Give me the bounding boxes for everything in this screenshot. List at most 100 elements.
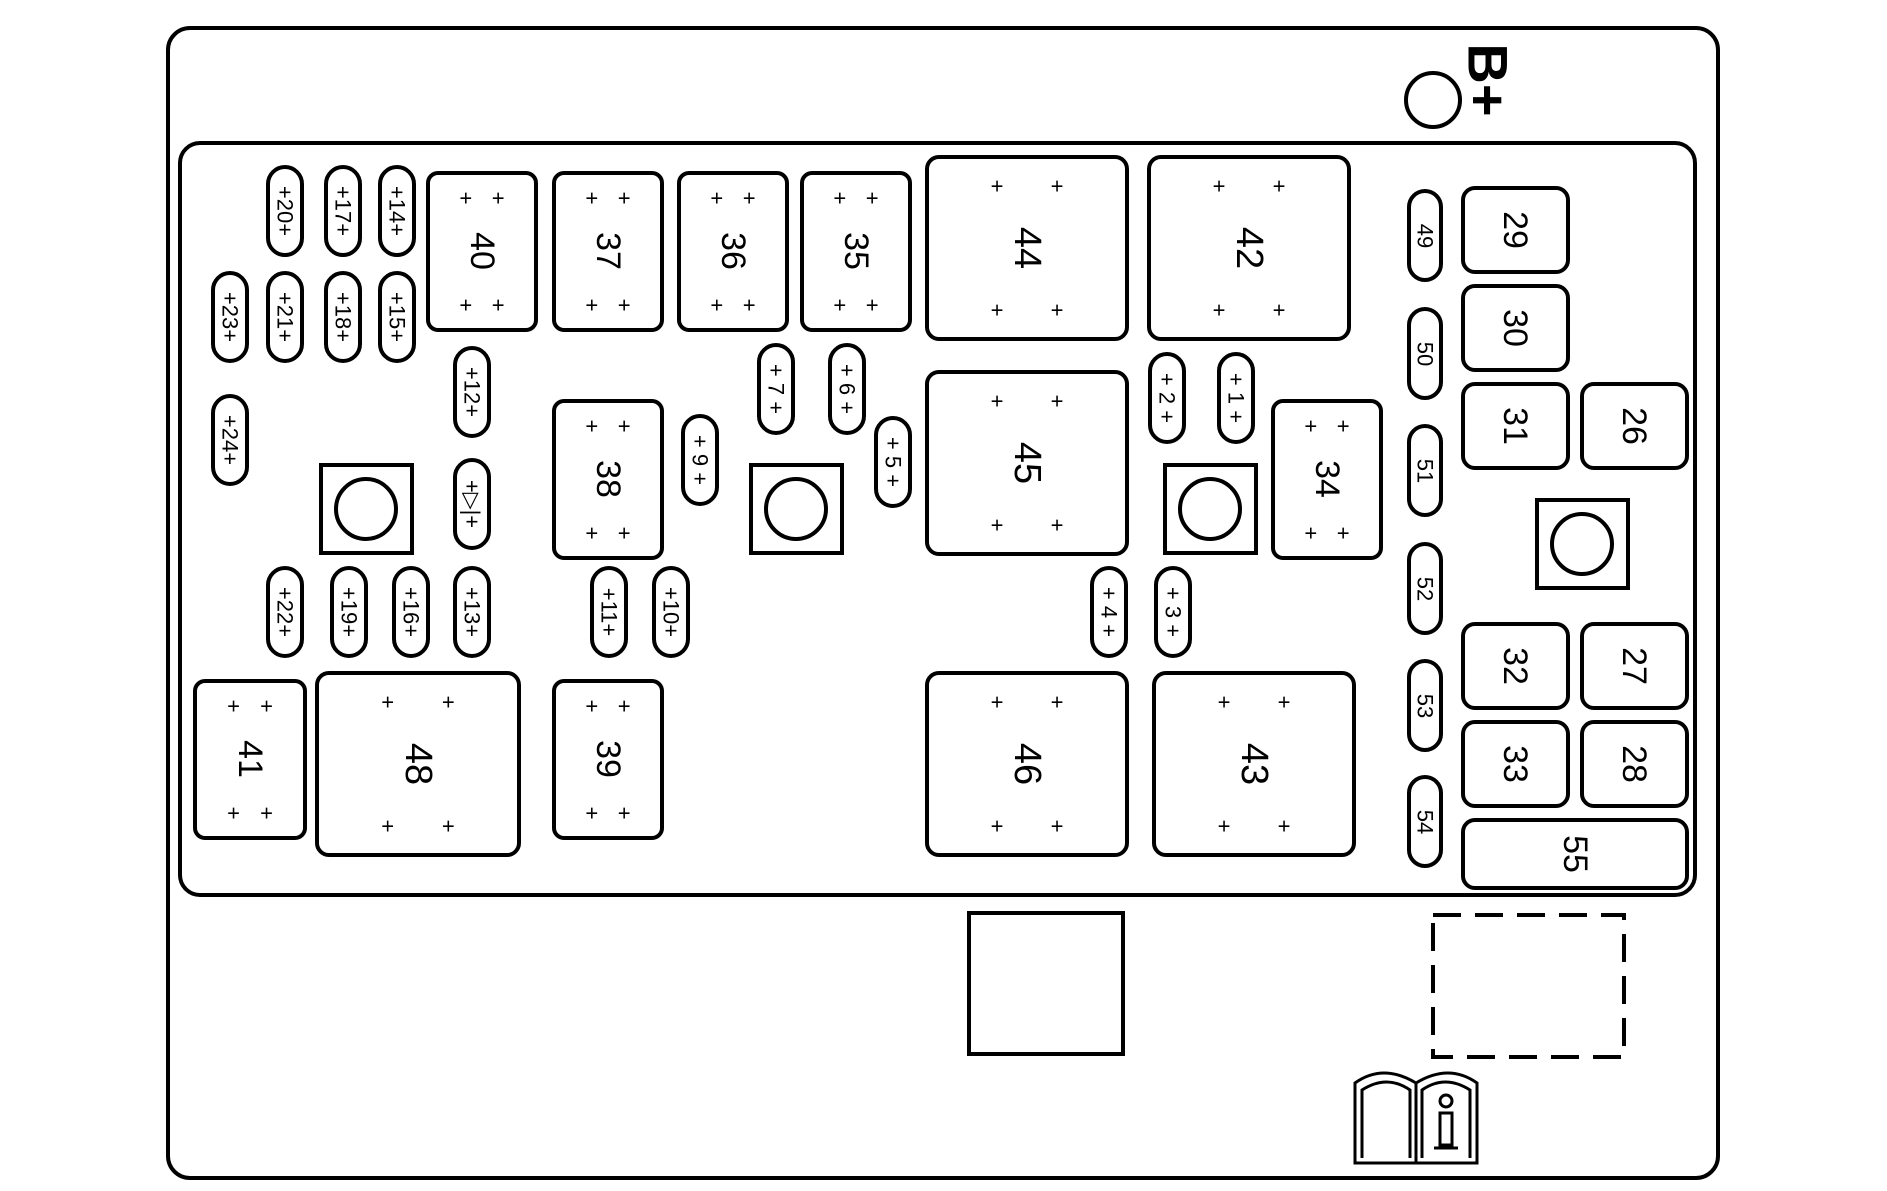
mini-fuse-7[interactable]: + 7 + <box>757 343 795 435</box>
mini-fuse-24[interactable]: +24+ <box>211 394 249 486</box>
relay-label: 38 <box>589 460 627 498</box>
mini-fuse-22[interactable]: +22+ <box>266 566 304 658</box>
fuse-label: +12+ <box>460 367 485 417</box>
relay-terminal-mark: + <box>1304 520 1317 545</box>
diode-label: +▷|+ <box>460 480 485 528</box>
relay-46[interactable]: 46 <box>925 671 1129 857</box>
maxi-fuse-31[interactable]: 31 <box>1461 382 1570 470</box>
fuse-label: 51 <box>1413 459 1438 483</box>
fuse-label: +10+ <box>659 587 684 637</box>
relay-terminal-mark: + <box>1051 690 1064 715</box>
relay-terminal-mark: + <box>381 813 394 838</box>
mini-fuse-5[interactable]: + 5 + <box>874 416 912 508</box>
mini-fuse-21[interactable]: +21+ <box>266 271 304 363</box>
fuse-label: + 5 + <box>881 437 906 487</box>
relay-terminal-mark: + <box>1337 520 1350 545</box>
fuse-label: +11+ <box>597 588 622 637</box>
relay-43[interactable]: 43 <box>1152 671 1356 857</box>
fuse-label: +20+ <box>273 186 298 236</box>
slim-fuse-49[interactable]: 49 <box>1407 189 1443 282</box>
relay-terminal-mark: + <box>492 292 505 317</box>
maxi-fuse-30[interactable]: 30 <box>1461 284 1570 372</box>
mini-fuse-3[interactable]: + 3 + <box>1154 566 1192 658</box>
relay-48[interactable]: 48 <box>315 671 521 857</box>
relay-label: 34 <box>1308 460 1346 498</box>
mini-fuse-19[interactable]: +19+ <box>330 566 368 658</box>
maxi-fuse-28[interactable]: 28 <box>1580 720 1689 808</box>
mini-fuse-20[interactable]: +20+ <box>266 165 304 257</box>
mini-fuse-14[interactable]: +14+ <box>378 165 416 257</box>
relay-40[interactable]: 40 <box>426 171 538 332</box>
relay-36[interactable]: 36 <box>677 171 789 332</box>
slim-fuse-52[interactable]: 52 <box>1407 542 1443 635</box>
fuse-label: +16+ <box>399 587 424 637</box>
diode[interactable]: +▷|+ <box>453 458 491 550</box>
relay-41[interactable]: 41 <box>193 679 307 840</box>
fuse-label: + 9 + <box>688 435 713 485</box>
relay-38[interactable]: 38 <box>552 399 664 560</box>
mini-fuse-9[interactable]: + 9 + <box>681 414 719 506</box>
relay-terminal-mark: + <box>1213 174 1226 199</box>
relay-37[interactable]: 37 <box>552 171 664 332</box>
relay-34[interactable]: 34 <box>1271 399 1383 560</box>
maxi-fuse-29[interactable]: 29 <box>1461 186 1570 274</box>
maxi-fuse-26[interactable]: 26 <box>1580 382 1689 470</box>
mounting-stud <box>749 463 844 555</box>
relay-terminal-mark: + <box>618 800 631 825</box>
relay-terminal-mark: + <box>833 186 846 211</box>
fuse-label: 28 <box>1615 745 1653 783</box>
relay-terminal-mark: + <box>866 292 879 317</box>
mini-fuse-16[interactable]: +16+ <box>392 566 430 658</box>
fuse-label: + 6 + <box>835 364 860 414</box>
relay-39[interactable]: 39 <box>552 679 664 840</box>
maxi-fuse-33[interactable]: 33 <box>1461 720 1570 808</box>
relay-label: 36 <box>714 232 752 270</box>
maxi-fuse-32[interactable]: 32 <box>1461 622 1570 710</box>
mini-fuse-23[interactable]: +23+ <box>211 271 249 363</box>
fuse-label: 54 <box>1413 810 1438 834</box>
mini-fuse-6[interactable]: + 6 + <box>828 343 866 435</box>
relay-terminal-mark: + <box>585 414 598 439</box>
fuse-label: +13+ <box>460 587 485 637</box>
fuse-label: +21+ <box>273 292 298 342</box>
mini-fuse-11[interactable]: +11+ <box>590 566 628 658</box>
slim-fuse-51[interactable]: 51 <box>1407 424 1443 517</box>
mini-fuse-10[interactable]: +10+ <box>652 566 690 658</box>
fuse-label: 53 <box>1413 694 1438 718</box>
mini-fuse-13[interactable]: +13+ <box>453 566 491 658</box>
relay-44[interactable]: 44 <box>925 155 1129 341</box>
maxi-fuse-27[interactable]: 27 <box>1580 622 1689 710</box>
mini-fuse-2[interactable]: + 2 + <box>1148 352 1186 444</box>
mini-fuse-12[interactable]: +12+ <box>453 346 491 438</box>
relay-label: 39 <box>589 740 627 778</box>
slim-fuse-53[interactable]: 53 <box>1407 659 1443 752</box>
relay-terminal-mark: + <box>710 292 723 317</box>
mini-fuse-17[interactable]: +17+ <box>324 165 362 257</box>
relay-terminal-mark: + <box>1051 174 1064 199</box>
relay-42[interactable]: 42 <box>1147 155 1351 341</box>
fuse-panel-outline <box>178 141 1697 897</box>
mini-fuse-18[interactable]: +18+ <box>324 271 362 363</box>
mini-fuse-4[interactable]: + 4 + <box>1090 566 1128 658</box>
slim-fuse-54[interactable]: 54 <box>1407 775 1443 868</box>
fuse-label: 27 <box>1615 647 1653 685</box>
mini-fuse-1[interactable]: + 1 + <box>1217 352 1255 444</box>
fuse-label: 26 <box>1615 407 1653 445</box>
mini-fuse-15[interactable]: +15+ <box>378 271 416 363</box>
relay-terminal-mark: + <box>991 512 1004 537</box>
relay-terminal-mark: + <box>743 186 756 211</box>
fuse-label: +19+ <box>337 587 362 637</box>
fuse-label: 52 <box>1413 577 1438 601</box>
fuse-label: + 2 + <box>1155 373 1180 423</box>
slim-fuse-50[interactable]: 50 <box>1407 307 1443 400</box>
relay-45[interactable]: 45 <box>925 370 1129 556</box>
mounting-stud <box>319 463 414 555</box>
maxi-fuse-55[interactable]: 55 <box>1461 818 1689 890</box>
relay-terminal-mark: + <box>710 186 723 211</box>
relay-35[interactable]: 35 <box>800 171 912 332</box>
relay-terminal-mark: + <box>743 292 756 317</box>
relay-terminal-mark: + <box>227 694 240 719</box>
fuse-label: +18+ <box>331 292 356 342</box>
fuse-label: + 1 + <box>1224 373 1249 423</box>
